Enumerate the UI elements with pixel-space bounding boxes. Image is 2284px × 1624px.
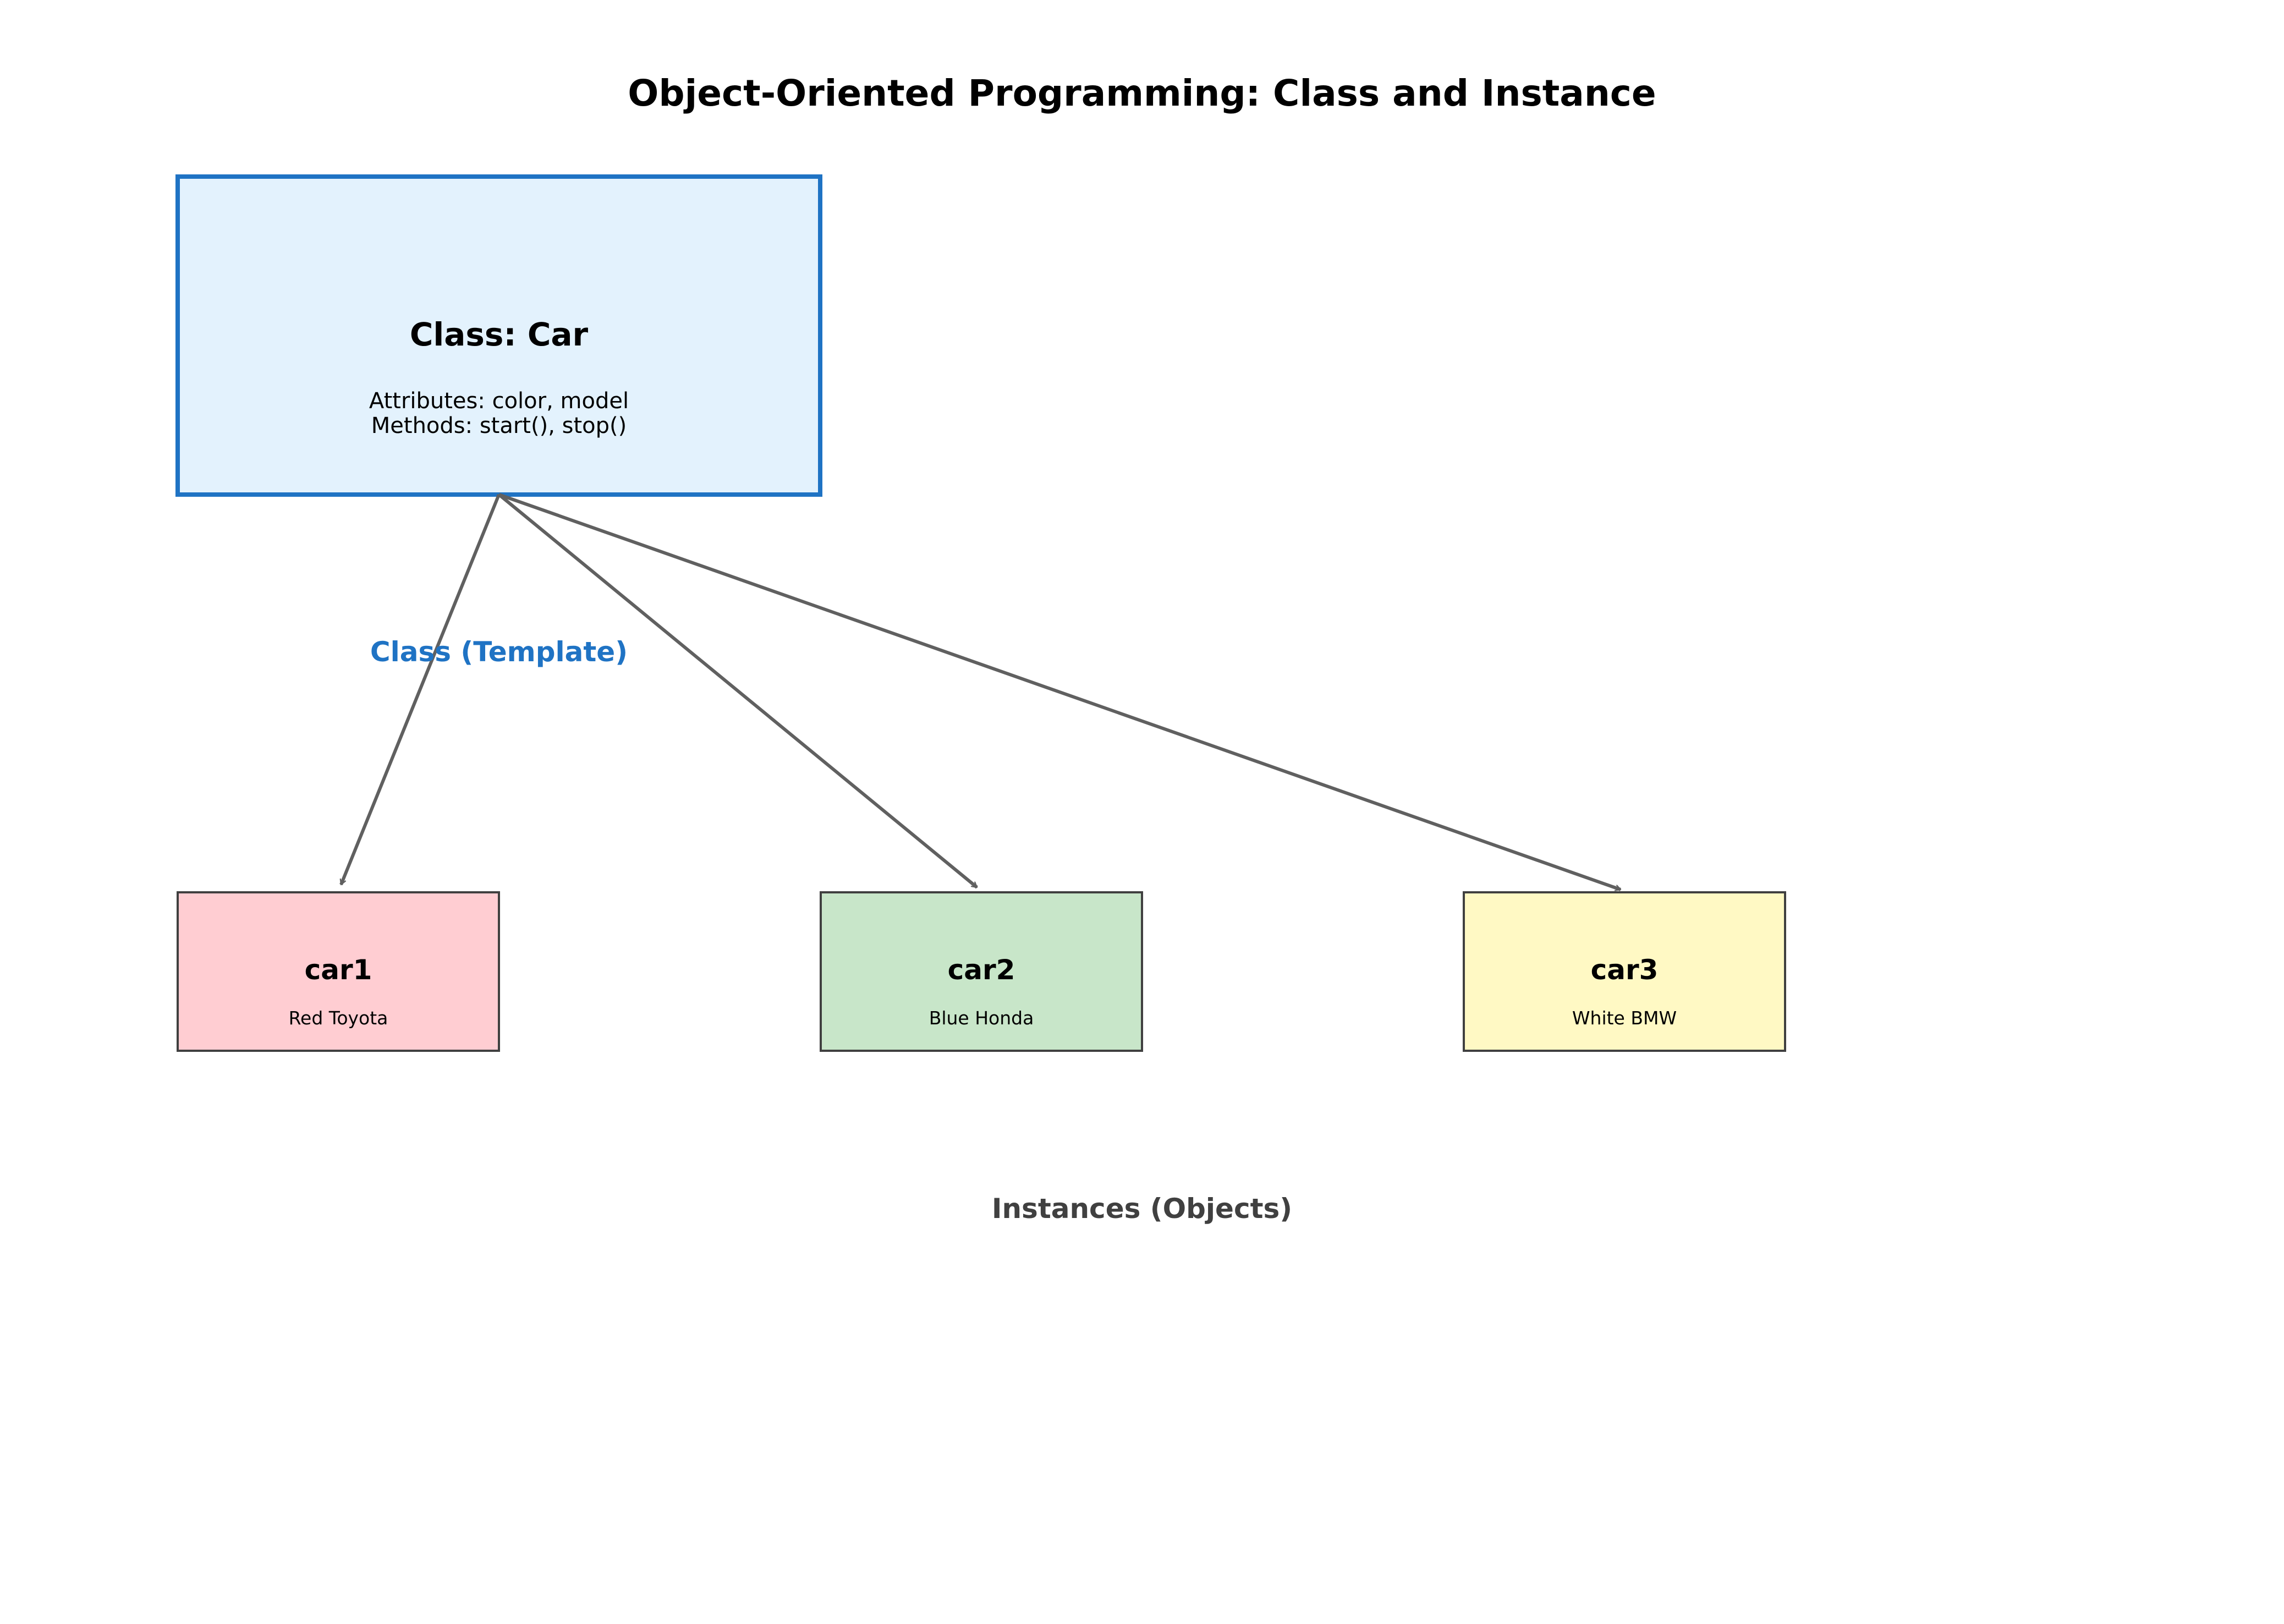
instance-name: car2	[948, 954, 1015, 986]
instance-description: White BMW	[1572, 1007, 1677, 1029]
arrow-to-car3	[498, 493, 1621, 891]
instance-description: Blue Honda	[929, 1007, 1034, 1029]
instance-name: car3	[1591, 954, 1659, 986]
instance-name: car1	[305, 954, 372, 986]
instance-box	[1463, 891, 1786, 1052]
class-box-rect	[175, 174, 822, 497]
class-name: Class: Car	[410, 316, 589, 353]
instance-box	[177, 891, 500, 1052]
class-box: Class: Car Attributes: color, model Meth…	[175, 174, 822, 497]
arrow-to-car2	[498, 493, 978, 889]
class-attributes: Attributes: color, model	[369, 388, 629, 414]
arrow-to-car1	[339, 493, 501, 886]
instance-car3: car3 White BMW	[1463, 891, 1786, 1052]
diagram-title: Object-Oriented Programming: Class and I…	[628, 72, 1656, 114]
instances-label: Instances (Objects)	[992, 1193, 1292, 1225]
instance-car2: car2 Blue Honda	[820, 891, 1143, 1052]
class-methods: Methods: start(), stop()	[371, 413, 627, 438]
instance-car1: car1 Red Toyota	[177, 891, 500, 1052]
instantiation-arrows	[339, 493, 1621, 891]
class-template-label: Class (Template)	[370, 636, 628, 668]
instance-box	[820, 891, 1143, 1052]
instance-description: Red Toyota	[289, 1007, 388, 1029]
